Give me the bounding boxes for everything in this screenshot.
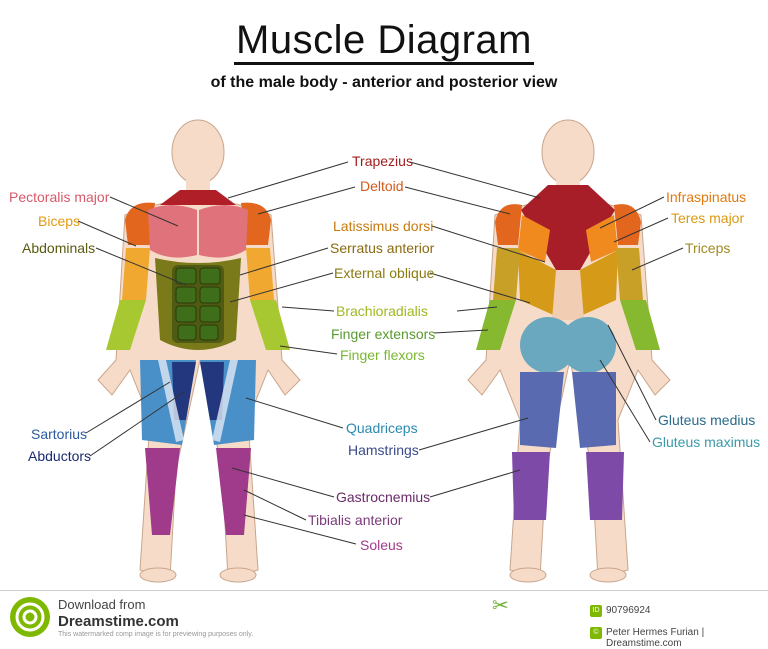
dreamstime-logo-icon xyxy=(10,597,50,637)
page-title: Muscle Diagram xyxy=(0,18,768,65)
download-from-text: Download from xyxy=(58,597,146,612)
lower-leg-left-region xyxy=(145,448,180,535)
label-gastrocnemius: Gastrocnemius xyxy=(336,489,431,505)
label-latissimus-dorsi: Latissimus dorsi xyxy=(333,218,434,234)
label-triceps: Triceps xyxy=(685,240,731,256)
forearm-left-region xyxy=(106,300,146,350)
pectoralis-left-region xyxy=(148,205,197,258)
label-teres-major: Teres major xyxy=(671,210,745,226)
label-abductors: Abductors xyxy=(28,448,92,464)
watermark-note: This watermarked comp image is for previ… xyxy=(58,631,254,638)
calf-left-region xyxy=(512,452,550,520)
label-biceps: Biceps xyxy=(38,213,81,229)
anterior-deltoid-right-region xyxy=(241,202,271,245)
abductors-right-region xyxy=(200,362,224,420)
label-trapezius: Trapezius xyxy=(352,153,413,169)
label-hamstrings: Hamstrings xyxy=(348,442,419,458)
anterior-body xyxy=(97,119,301,583)
author-credit: Peter Hermes Furian | Dreamstime.com xyxy=(606,627,705,649)
label-external-oblique: External oblique xyxy=(334,265,435,281)
label-abdominals: Abdominals xyxy=(22,240,96,256)
label-tibialis-anterior: Tibialis anterior xyxy=(308,512,403,528)
label-brachioradialis: Brachioradialis xyxy=(336,303,428,319)
anterior-trapezius-region xyxy=(160,190,236,205)
label-deltoid: Deltoid xyxy=(360,178,404,194)
label-gluteus-medius: Gluteus medius xyxy=(658,412,756,428)
latissimus-left-region xyxy=(518,250,560,318)
hamstrings-right-region xyxy=(572,372,616,448)
page-subtitle: of the male body - anterior and posterio… xyxy=(210,74,558,91)
label-pectoralis-major: Pectoralis major xyxy=(9,189,110,205)
label-infraspinatus: Infraspinatus xyxy=(666,189,747,205)
abductors-left-region xyxy=(172,362,196,420)
author-badge-icon: © xyxy=(590,627,602,639)
label-finger-flexors: Finger flexors xyxy=(340,347,425,363)
label-finger-extensors: Finger extensors xyxy=(331,326,436,342)
forearm-right-region xyxy=(250,300,290,350)
posterior-body xyxy=(467,119,671,583)
posterior-deltoid-left-region xyxy=(495,204,522,245)
lower-leg-right-region xyxy=(216,448,251,535)
muscle-illustration xyxy=(77,119,684,583)
calf-right-region xyxy=(586,452,624,520)
pectoralis-right-region xyxy=(199,205,248,258)
scissors-icon: ✂ xyxy=(492,595,509,617)
label-gluteus-maximus: Gluteus maximus xyxy=(652,434,761,450)
biceps-left-region xyxy=(122,248,150,300)
id-badge-icon: ID xyxy=(590,605,602,617)
leader-lines xyxy=(77,161,684,545)
site-name[interactable]: Dreamstime.com xyxy=(58,613,179,630)
hamstrings-left-region xyxy=(520,372,564,448)
biceps-right-region xyxy=(246,248,274,300)
gluteus-right-region xyxy=(560,317,616,373)
gluteus-left-region xyxy=(520,317,576,373)
label-quadriceps: Quadriceps xyxy=(346,420,418,436)
label-sartorius: Sartorius xyxy=(31,426,88,442)
label-soleus: Soleus xyxy=(360,537,403,553)
watermark-footer: Download from Dreamstime.com This waterm… xyxy=(0,590,768,649)
image-id: 90796924 xyxy=(606,605,651,616)
latissimus-right-region xyxy=(576,250,618,318)
label-serratus-anterior: Serratus anterior xyxy=(330,240,435,256)
posterior-deltoid-right-region xyxy=(614,204,641,245)
